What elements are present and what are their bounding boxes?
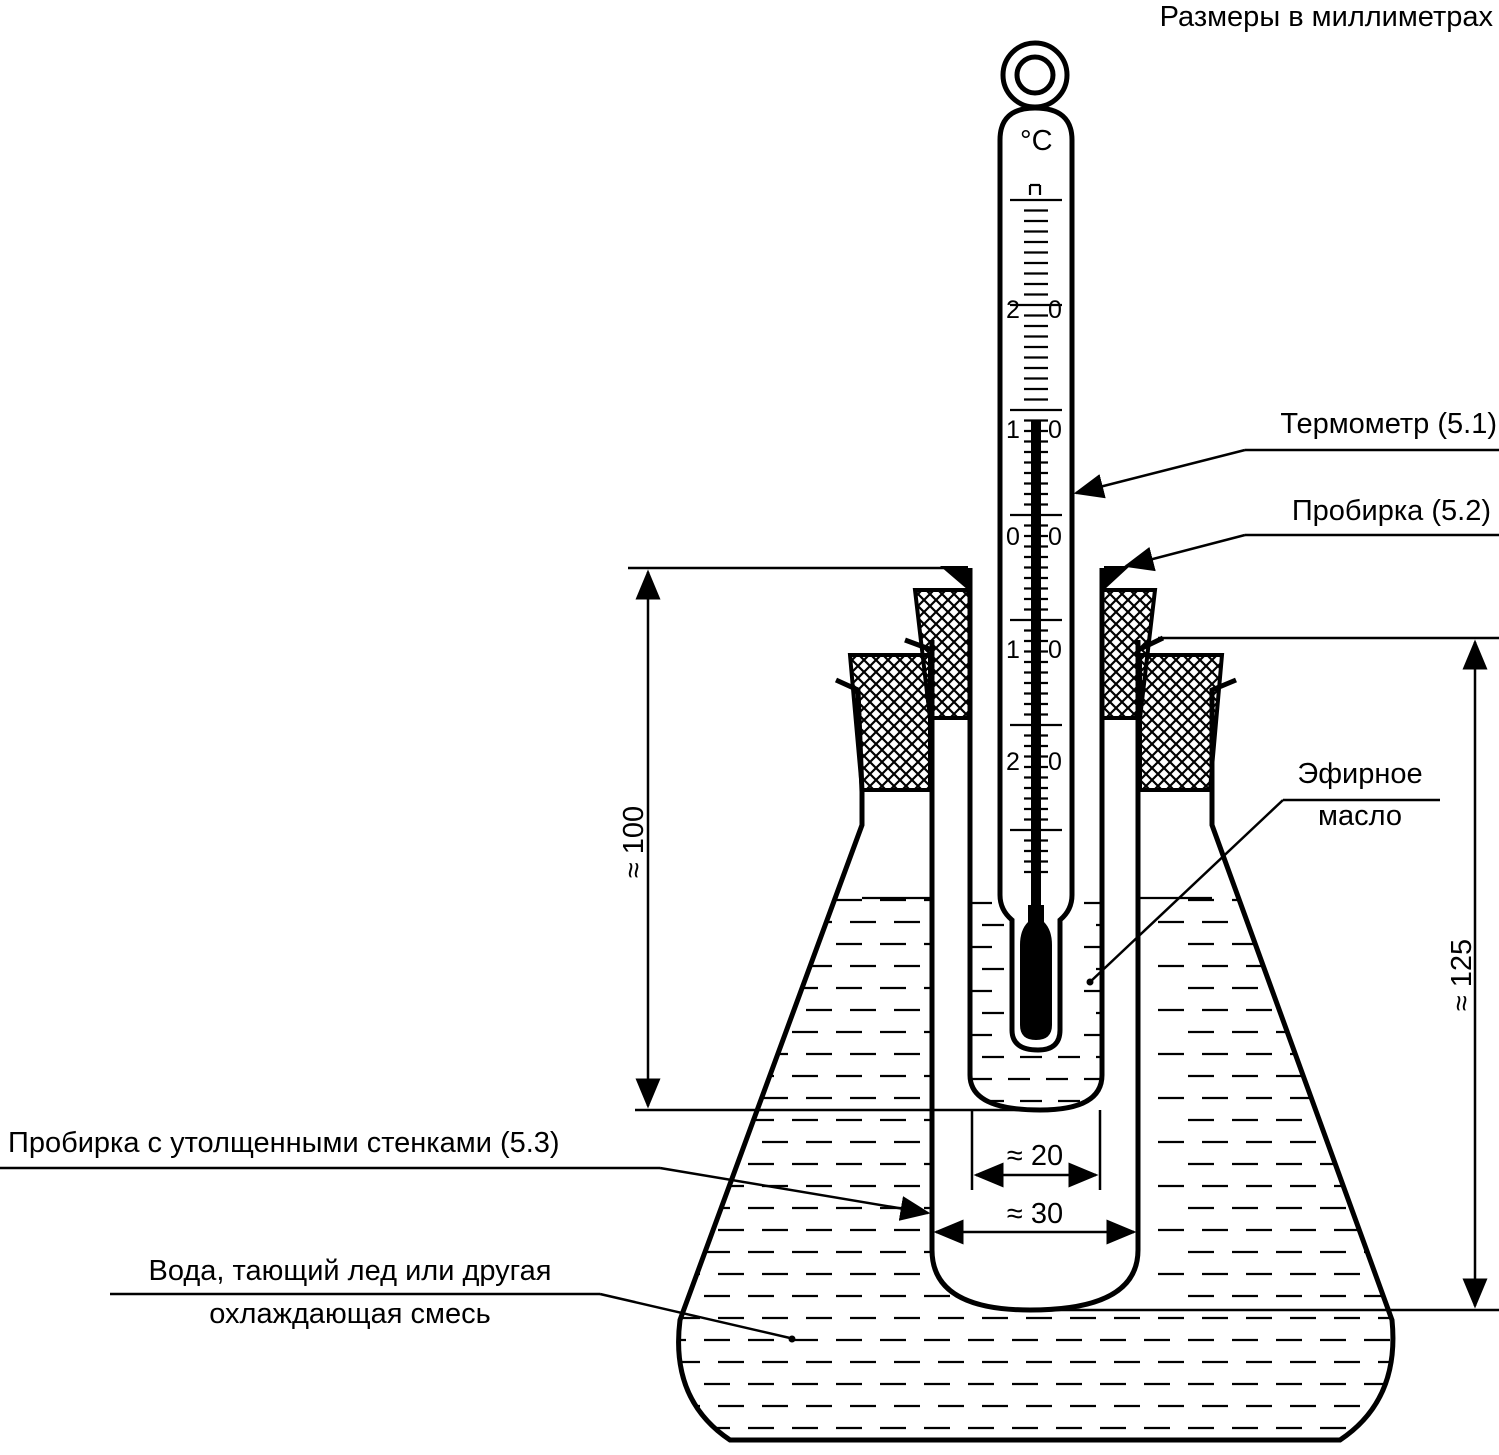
label-test-tube: Пробирка (5.2) [1292,495,1491,527]
svg-text:0: 0 [1048,636,1062,664]
label-cooling-2: охлаждающая смесь [209,1298,490,1330]
leader-lines [0,448,1499,1340]
label-cooling-1: Вода, тающий лед или другая [149,1255,552,1287]
svg-text:0: 0 [1006,523,1020,551]
thermometer [997,40,1075,1053]
dimension-height-tube: ≈ 100 [618,806,650,878]
dimension-lines [628,566,1499,1312]
label-thick-wall-tube: Пробирка с утолщенными стенками (5.3) [8,1127,560,1159]
svg-text:2: 2 [1006,748,1020,776]
outer-stopper-right [1138,653,1225,792]
svg-text:0: 0 [1048,748,1062,776]
thermometer-unit: °C [1020,125,1053,157]
svg-text:0: 0 [1048,296,1062,324]
diagram-title: Размеры в миллиметрах [1160,1,1494,33]
svg-text:0: 0 [1048,416,1062,444]
label-essential-oil-2: масло [1318,800,1402,832]
svg-text:1: 1 [1006,416,1020,444]
svg-text:0: 0 [1048,523,1062,551]
thermometer-scale-labels: 2 0 1 0 0 0 1 0 2 0 [1006,296,1062,776]
dimension-height-outer: ≈ 125 [1446,939,1478,1011]
label-thermometer: Термометр (5.1) [1280,408,1497,440]
svg-text:2: 2 [1006,296,1020,324]
dimension-outer-width: ≈ 30 [1007,1198,1063,1230]
label-essential-oil-1: Эфирное [1297,758,1422,790]
svg-text:1: 1 [1006,636,1020,664]
conical-flask [676,792,1396,1443]
dimension-inner-width: ≈ 20 [1007,1140,1063,1172]
outer-stopper [847,653,932,792]
